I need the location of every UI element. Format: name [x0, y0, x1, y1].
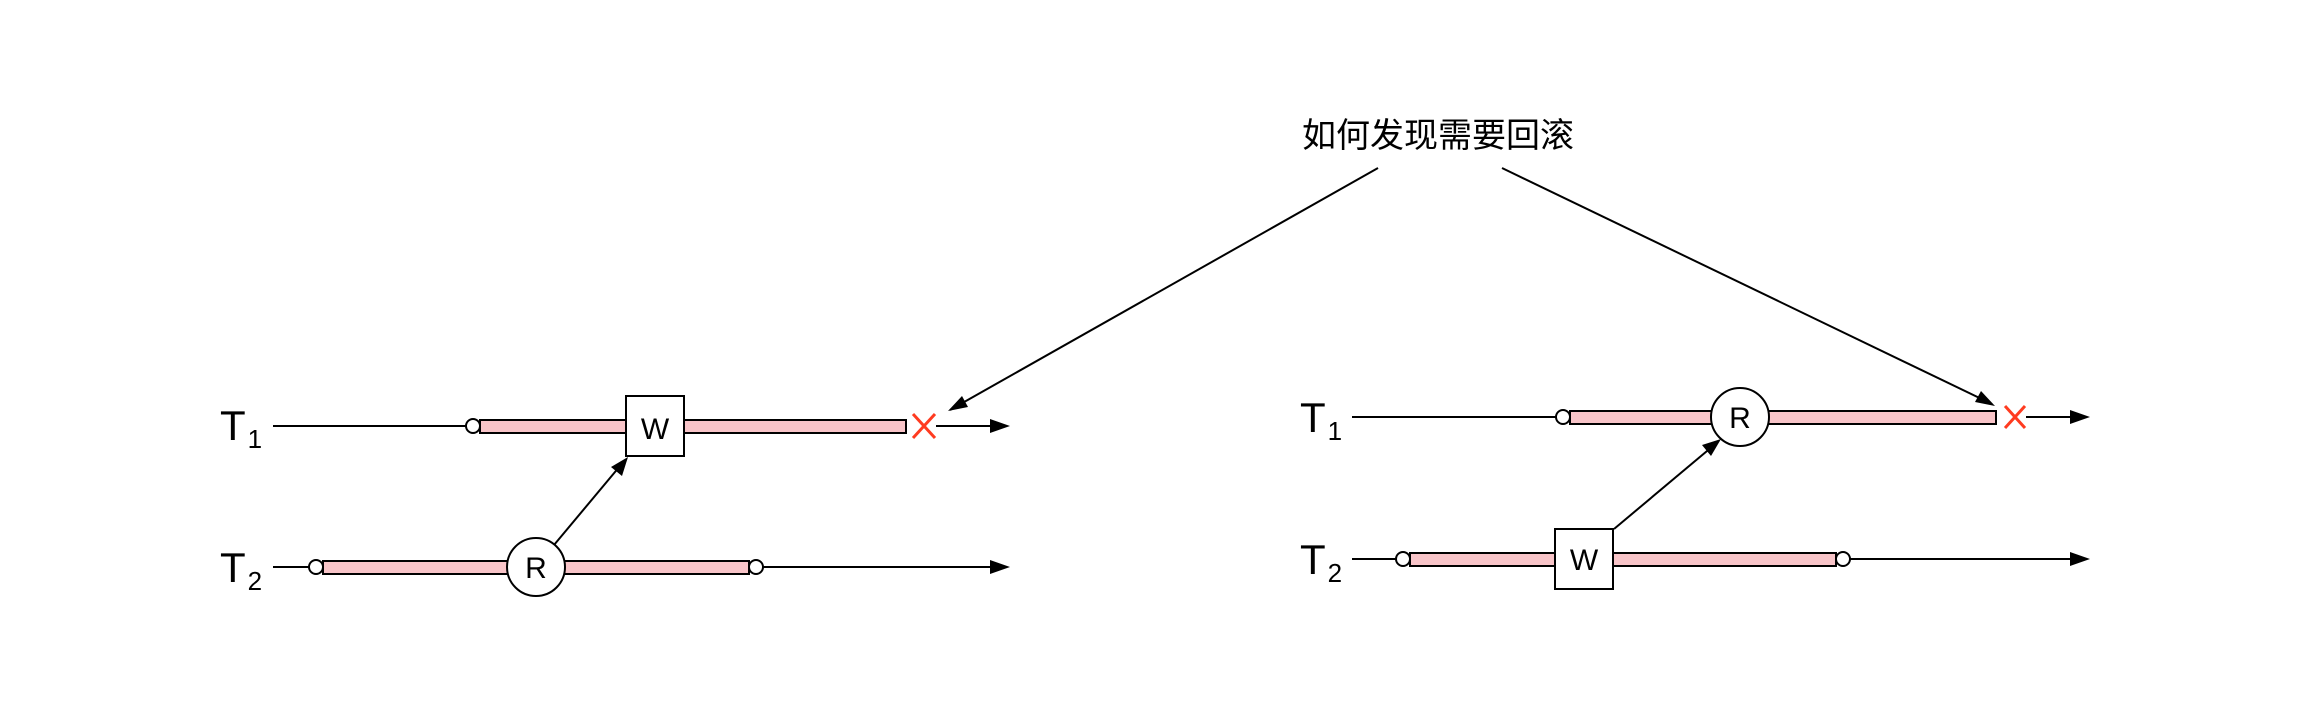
left-t2-op-label: R [525, 552, 547, 585]
left-t2-row: T2 R [220, 537, 1010, 597]
right-dependency-arrow [1613, 445, 1714, 530]
left-dependency-arrow [553, 465, 621, 546]
caption-pointer-right [1501, 167, 1993, 405]
left-t1-op-label: W [641, 413, 670, 446]
right-t2-subscript: 2 [1328, 558, 1342, 588]
right-t1-label: T1 [1300, 394, 1342, 446]
left-t2-end-dot [748, 559, 764, 575]
right-scenario: T1 R T2 W [1300, 387, 2090, 590]
left-t1-label: T1 [220, 402, 262, 454]
right-t2-op-box [1554, 528, 1614, 590]
right-t2-start-dot [1395, 551, 1411, 567]
left-t1-arrowhead [990, 419, 1010, 433]
right-t2-row: T2 W [1300, 528, 2090, 590]
caption-pointer-left-head [948, 396, 968, 411]
left-dependency-arrowhead [611, 457, 628, 476]
left-scenario: T1 W T2 R [220, 395, 1010, 597]
left-t1-row: T1 W [220, 395, 1010, 457]
right-dependency-arrowhead [1702, 439, 1721, 456]
right-t1-transaction-bar [1569, 410, 1997, 425]
left-t2-start-dot [308, 559, 324, 575]
right-t1-subscript: 1 [1328, 416, 1342, 446]
right-t2-end-dot [1835, 551, 1851, 567]
caption-text: 如何发现需要回滚 [1302, 116, 1574, 156]
right-t1-op-label: R [1729, 402, 1751, 435]
right-t1-start-dot [1555, 409, 1571, 425]
left-t2-arrowhead [990, 560, 1010, 574]
right-t1-abort-mark [2003, 404, 2027, 430]
left-t1-abort-mark [911, 412, 937, 440]
right-t2-op-label: W [1570, 544, 1599, 577]
right-t2-transaction-bar [1409, 552, 1837, 567]
left-t2-label: T2 [220, 544, 262, 596]
caption-pointer-right-head [1975, 391, 1995, 406]
right-t1-arrowhead [2070, 410, 2090, 424]
left-t2-subscript: 2 [248, 566, 262, 596]
left-t2-op-circle [506, 537, 566, 597]
right-t2-label: T2 [1300, 536, 1342, 588]
left-t1-transaction-bar [479, 419, 907, 434]
caption-pointer-left [949, 167, 1379, 411]
left-t1-subscript: 1 [248, 424, 262, 454]
right-t2-arrowhead [2070, 552, 2090, 566]
left-t1-op-box [625, 395, 685, 457]
right-t1-row: T1 R [1300, 387, 2090, 447]
right-t1-op-circle [1710, 387, 1770, 447]
left-t1-start-dot [465, 418, 481, 434]
